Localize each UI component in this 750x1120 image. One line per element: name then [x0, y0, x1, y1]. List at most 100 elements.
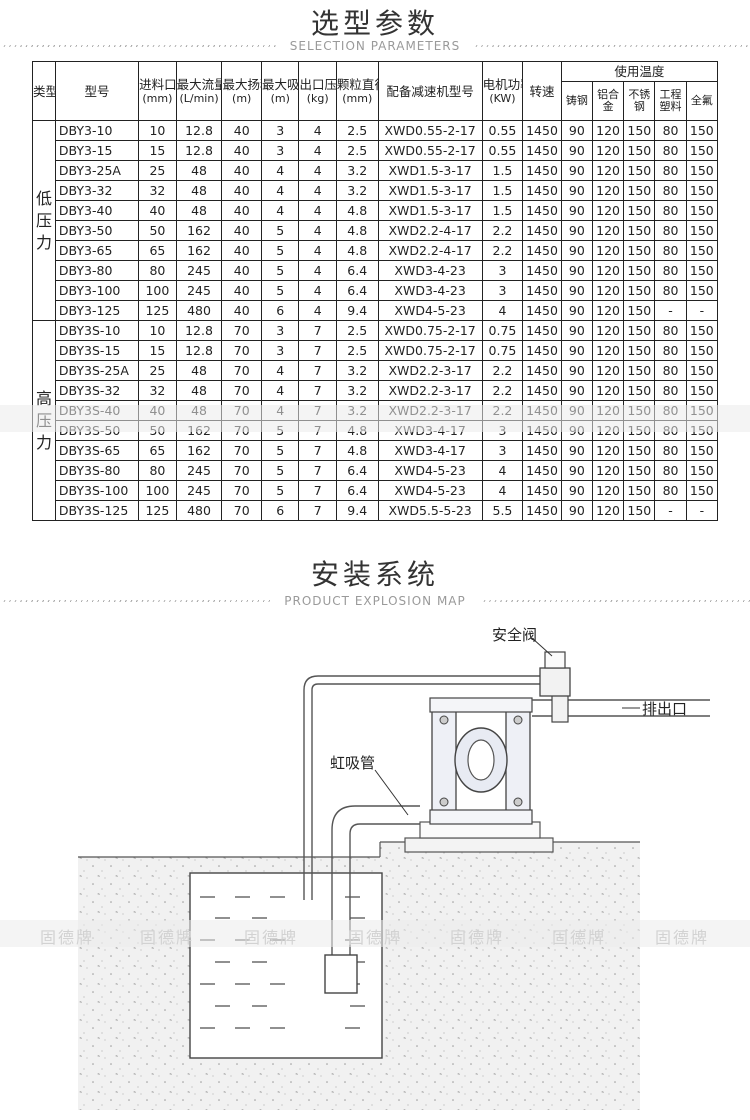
value-cell: 125 — [138, 300, 177, 321]
value-cell: 150 — [685, 160, 719, 181]
value-cell: 150 — [623, 120, 656, 141]
value-cell: 90 — [560, 220, 593, 241]
value-cell: 1.5 — [481, 180, 524, 201]
model-cell: DBY3S-100 — [54, 480, 140, 501]
value-cell: 4 — [260, 360, 300, 381]
value-cell: 7 — [298, 340, 337, 361]
value-cell: 120 — [591, 380, 625, 401]
value-cell: 5 — [260, 220, 300, 241]
value-cell: 32 — [138, 380, 177, 401]
label-outlet: 排出口 — [642, 700, 687, 718]
value-cell: 80 — [654, 460, 687, 481]
header-flow: 最大流量(L/min) — [175, 61, 223, 121]
value-cell: 80 — [654, 320, 687, 341]
value-cell: 7 — [298, 380, 337, 401]
value-cell: 1450 — [522, 200, 562, 221]
value-cell: 120 — [591, 360, 625, 381]
header-temp-aluminum: 铝合金 — [591, 81, 625, 121]
value-cell: 5 — [260, 480, 300, 501]
header-temp-engineering-plastic: 工程塑料 — [654, 81, 687, 121]
value-cell: 80 — [654, 180, 687, 201]
value-cell: 90 — [560, 160, 593, 181]
value-cell: 4 — [260, 380, 300, 401]
value-cell: 150 — [685, 440, 719, 461]
value-cell: 2.5 — [335, 120, 379, 141]
value-cell: 40 — [221, 180, 262, 201]
value-cell: 150 — [623, 340, 656, 361]
header-pressure: 出口压力(kg) — [298, 61, 337, 121]
section-title-parameters: 选型参数 — [310, 7, 439, 40]
value-cell: 2.5 — [335, 320, 379, 341]
value-cell: 1.5 — [481, 160, 524, 181]
value-cell: 7 — [298, 460, 337, 481]
value-cell: 70 — [221, 500, 262, 521]
value-cell: 1450 — [522, 360, 562, 381]
header-particle: 颗粒直径(mm) — [335, 61, 379, 121]
header-temperature: 使用温度 — [560, 61, 719, 82]
value-cell: 4 — [298, 280, 337, 301]
value-cell: 50 — [138, 220, 177, 241]
value-cell: 3.2 — [335, 160, 379, 181]
model-cell: DBY3-15 — [54, 140, 140, 161]
value-cell: 120 — [591, 140, 625, 161]
value-cell: 1450 — [522, 480, 562, 501]
value-cell: 15 — [138, 340, 177, 361]
value-cell: 90 — [560, 300, 593, 321]
model-cell: DBY3-32 — [54, 180, 140, 201]
value-cell: 4 — [481, 460, 524, 481]
value-cell: 12.8 — [175, 320, 223, 341]
value-cell: 150 — [685, 480, 719, 501]
section-title-installation: 安装系统 — [310, 558, 439, 591]
model-cell: DBY3-25A — [54, 160, 140, 181]
header-model: 型号 — [54, 61, 140, 121]
value-cell: 4 — [298, 140, 337, 161]
header-power: 电机功率(KW) — [481, 61, 524, 121]
watermark-text: 固德牌 — [552, 928, 607, 947]
value-cell: 1450 — [522, 460, 562, 481]
value-cell: 150 — [685, 320, 719, 341]
model-cell: DBY3-80 — [54, 260, 140, 281]
value-cell: XWD0.75-2-17 — [377, 340, 483, 361]
value-cell: 150 — [623, 180, 656, 201]
value-cell: 5 — [260, 260, 300, 281]
watermark-band — [0, 405, 750, 432]
value-cell: 90 — [560, 200, 593, 221]
value-cell: 90 — [560, 260, 593, 281]
value-cell: 65 — [138, 240, 177, 261]
pump-base — [404, 837, 554, 853]
value-cell: - — [654, 500, 687, 521]
value-cell: 70 — [221, 340, 262, 361]
safety-valve — [539, 667, 571, 697]
watermark-text: 固德牌 — [450, 928, 505, 947]
value-cell: 90 — [560, 280, 593, 301]
header-suction: 最大吸程(m) — [260, 61, 300, 121]
leader-line — [531, 637, 553, 657]
value-cell: 150 — [685, 280, 719, 301]
header-speed: 转速 — [522, 61, 562, 121]
value-cell: 80 — [138, 460, 177, 481]
value-cell: 90 — [560, 440, 593, 461]
category-cell: 低压力 — [32, 120, 56, 321]
value-cell: 2.2 — [481, 360, 524, 381]
value-cell: 3 — [260, 340, 300, 361]
value-cell: 3.2 — [335, 380, 379, 401]
value-cell: 150 — [685, 360, 719, 381]
hatch-divider — [0, 45, 278, 47]
value-cell: 150 — [685, 260, 719, 281]
hatch-divider — [480, 600, 750, 602]
header-temp-cast-steel: 铸钢 — [560, 81, 593, 121]
table-row: 高压力DBY3S-101012.870372.5XWD0.75-2-170.75… — [32, 320, 719, 521]
value-cell: 80 — [654, 200, 687, 221]
model-cell: DBY3-100 — [54, 280, 140, 301]
value-cell: 4 — [298, 300, 337, 321]
value-cell: 2.5 — [335, 340, 379, 361]
value-cell: 1450 — [522, 340, 562, 361]
value-cell: 6.4 — [335, 260, 379, 281]
